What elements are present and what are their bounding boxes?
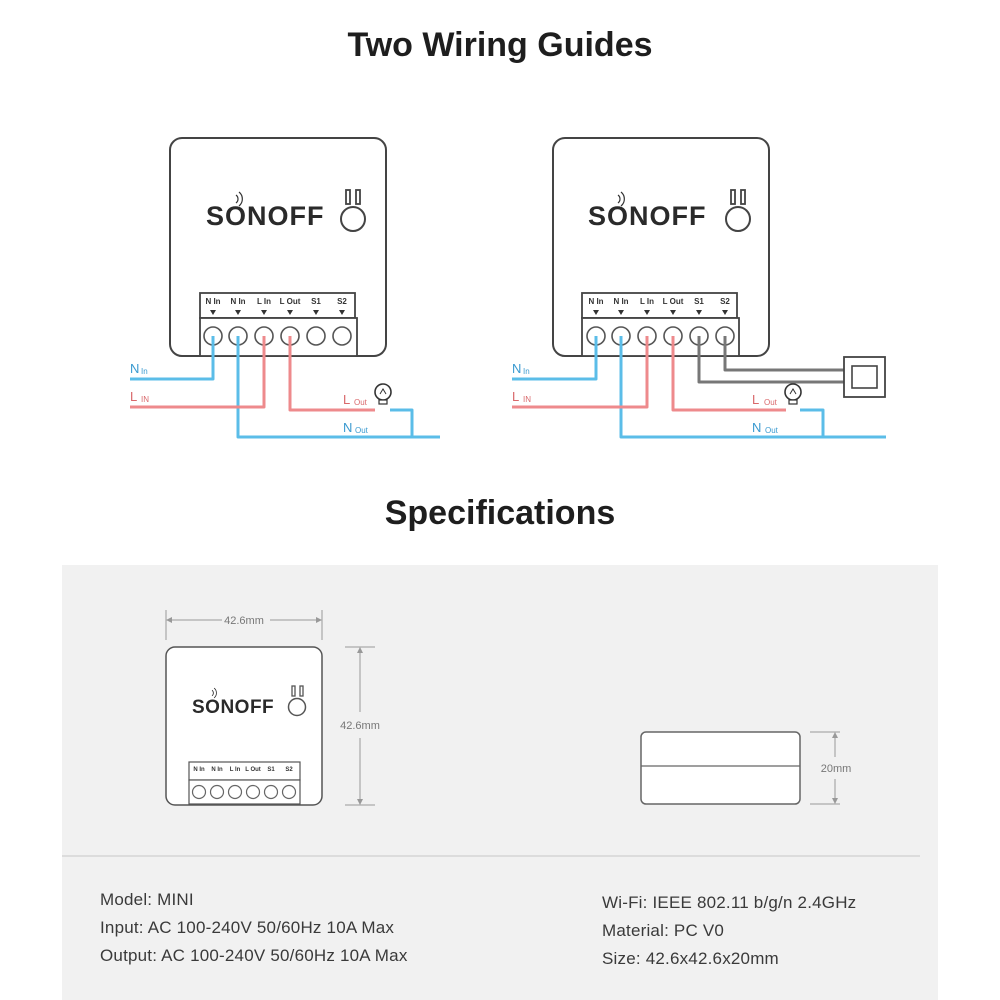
svg-text:L In: L In bbox=[230, 767, 241, 773]
terminal-label: S2 bbox=[337, 297, 347, 306]
wire-label: N bbox=[752, 420, 761, 435]
spec-input: Input: AC 100-240V 50/60Hz 10A Max bbox=[100, 918, 395, 937]
svg-text:L Out: L Out bbox=[245, 767, 261, 773]
brand-logo: SONOFF bbox=[588, 201, 707, 231]
spec-list-right: Wi-Fi: IEEE 802.11 b/g/n 2.4GHz Material… bbox=[602, 889, 856, 973]
neutral-out-wire bbox=[619, 336, 886, 439]
terminal-label: L Out bbox=[663, 297, 684, 306]
spec-size: Size: 42.6x42.6x20mm bbox=[602, 949, 779, 968]
neutral-out-wire bbox=[236, 336, 440, 439]
wire-label: L bbox=[752, 392, 759, 407]
svg-text:N In: N In bbox=[211, 767, 223, 773]
wire-label-sub: In bbox=[141, 367, 148, 376]
live-out-wire bbox=[288, 336, 375, 412]
wire-label: N bbox=[130, 361, 139, 376]
wire-label: L bbox=[512, 389, 519, 404]
neutral-in-wire bbox=[512, 336, 598, 381]
live-in-wire bbox=[512, 336, 649, 409]
wire-label-sub: Out bbox=[354, 398, 368, 407]
switch-wire-s1 bbox=[697, 336, 845, 384]
bulb-neutral-wire bbox=[390, 408, 414, 437]
terminal-label: L Out bbox=[280, 297, 301, 306]
terminal-label: N In bbox=[613, 297, 628, 306]
wall-switch-icon bbox=[843, 356, 886, 398]
terminal-label: S1 bbox=[311, 297, 321, 306]
wire-label: N bbox=[512, 361, 521, 376]
spec-list-left: Model: MINI Input: AC 100-240V 50/60Hz 1… bbox=[100, 886, 408, 970]
pair-button-icon bbox=[725, 189, 751, 232]
spec-output: Output: AC 100-240V 50/60Hz 10A Max bbox=[100, 946, 408, 965]
terminal-label: N In bbox=[205, 297, 220, 306]
live-out-wire bbox=[671, 336, 786, 412]
wiring-guide-1: SONOFF N In N In L In L Out S1 S2 bbox=[130, 137, 440, 439]
terminal-label: L In bbox=[640, 297, 654, 306]
svg-text:S2: S2 bbox=[285, 767, 293, 773]
wiring-guides-title: Two Wiring Guides bbox=[347, 26, 653, 64]
neutral-in-wire bbox=[130, 336, 215, 381]
spec-material: Material: PC V0 bbox=[602, 921, 725, 940]
bulb-neutral-wire bbox=[800, 408, 825, 437]
brand-logo: SONOFF bbox=[192, 697, 274, 718]
live-in-wire bbox=[130, 336, 266, 409]
brand-logo: SONOFF bbox=[206, 201, 325, 231]
side-view-drawing: 20mm bbox=[640, 731, 852, 805]
wire-label-sub: IN bbox=[141, 395, 149, 404]
pair-button-icon bbox=[340, 189, 366, 232]
depth-dimension-label: 20mm bbox=[821, 763, 852, 775]
wire-label: L bbox=[343, 392, 350, 407]
terminal-label: N In bbox=[588, 297, 603, 306]
terminal-label: L In bbox=[257, 297, 271, 306]
wire-label-sub: Out bbox=[355, 426, 369, 435]
specifications-title: Specifications bbox=[384, 494, 616, 532]
wire-label: N bbox=[343, 420, 352, 435]
terminal-label: S2 bbox=[720, 297, 730, 306]
svg-text:N In: N In bbox=[193, 767, 205, 773]
front-view-drawing: SONOFF N In N In L In L Out S1 S2 42.6mm bbox=[165, 610, 380, 806]
wire-label: L bbox=[130, 389, 137, 404]
wire-label-sub: IN bbox=[523, 395, 531, 404]
wiring-guide-2: SONOFF N In N In L In L Out S1 S2 bbox=[512, 137, 886, 439]
pair-button-icon bbox=[287, 685, 307, 717]
spec-wifi: Wi-Fi: IEEE 802.11 b/g/n 2.4GHz bbox=[602, 893, 857, 912]
wire-label-sub: In bbox=[523, 367, 530, 376]
wire-label-sub: Out bbox=[765, 426, 779, 435]
width-dimension-label: 42.6mm bbox=[224, 615, 264, 627]
terminal-label: S1 bbox=[694, 297, 704, 306]
terminal-label: N In bbox=[230, 297, 245, 306]
svg-text:S1: S1 bbox=[267, 767, 275, 773]
wire-label-sub: Out bbox=[764, 398, 778, 407]
wiring-diagrams: SONOFF N In N In L In L Out S1 S2 bbox=[130, 137, 886, 439]
spec-model: Model: MINI bbox=[100, 890, 194, 909]
switch-wire-s2 bbox=[723, 336, 845, 372]
height-dimension-label: 42.6mm bbox=[340, 720, 380, 732]
